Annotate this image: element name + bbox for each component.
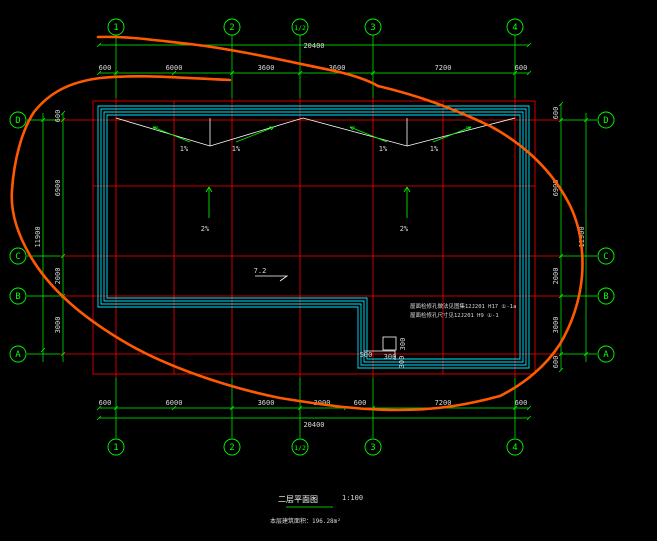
grid-bubble-right-A: [597, 345, 615, 363]
dim-bottom-seg-5: 600: [354, 399, 367, 407]
dim-top-seg-3: 3600: [258, 64, 275, 72]
axis-label-right-A: A: [603, 350, 609, 360]
annotation-stroke-right-arc: [376, 84, 584, 398]
slope-label-4: 1%: [430, 145, 439, 153]
slope-label-2: 1%: [232, 145, 241, 153]
dim-opening-300-b: 300: [399, 338, 407, 351]
dim-left-seg-4: 3000: [54, 317, 62, 334]
axis-label-top-1: 1: [113, 23, 118, 33]
grid-bubble-right-D: [597, 111, 615, 129]
dim-top-seg-5: 7200: [435, 64, 452, 72]
grid-bubble-bottom-1-2: [291, 438, 309, 456]
grid-labels: 1 2 1/2 3 4 1 2 1/2 3 4 D C B A D C B A: [15, 23, 609, 453]
dim-right-seg-2: 6900: [552, 180, 560, 197]
axis-lines: [60, 98, 560, 378]
dim-right-seg-1: 600: [552, 107, 560, 120]
axis-label-bottom-1-2: 1/2: [294, 444, 306, 452]
grid-bubble-top-4: [506, 18, 524, 36]
dim-bottom-seg-3: 3600: [258, 399, 275, 407]
title-block: 二层平面图 1:100 本层建筑面积：196.28m²: [270, 494, 363, 525]
axis-label-bottom-2: 2: [229, 443, 234, 453]
grid-bubble-right-B: [597, 287, 615, 305]
dim-left-seg-2: 6900: [54, 180, 62, 197]
drainage-lines: [115, 117, 516, 360]
grid-bubble-top-1: [107, 18, 125, 36]
grid-bubble-bottom-3: [364, 438, 382, 456]
grid-bubble-right-C: [597, 247, 615, 265]
axis-label-left-D: D: [15, 116, 20, 126]
axis-label-top-4: 4: [512, 23, 517, 33]
dim-right-seg-5: 600: [552, 356, 560, 369]
axis-label-top-2: 2: [229, 23, 234, 33]
axis-label-bottom-4: 4: [512, 443, 517, 453]
axis-label-top-3: 3: [370, 23, 375, 33]
dim-bottom-seg-7: 600: [515, 399, 528, 407]
center-mark-label: 7.2: [254, 267, 267, 275]
parapet-outline: [97, 105, 530, 369]
dim-opening-300-a: 300: [384, 353, 397, 361]
axis-label-bottom-1: 1: [113, 443, 118, 453]
grid-bubble-left-B: [9, 287, 27, 305]
grid-bubble-bottom-2: [223, 438, 241, 456]
dim-top-seg-2: 6000: [166, 64, 183, 72]
grid-extension-lines: [27, 35, 597, 508]
dim-bottom-overall: 20400: [303, 421, 324, 429]
dim-left-overall: 11900: [34, 226, 42, 247]
hatch-notes: 屋面检修孔做法见图集12J201 H17 ①-1a 屋面检修孔尺寸见12J201…: [410, 302, 516, 319]
slope-label-6: 2%: [400, 225, 409, 233]
hatch-note-2: 屋面检修孔尺寸见12J201 H9 ①-1: [410, 311, 499, 319]
grid-bubble-left-C: [9, 247, 27, 265]
slope-arrows: [152, 126, 472, 218]
dim-opening-300-c: 300: [398, 356, 406, 369]
grid-bubble-top-3: [364, 18, 382, 36]
slope-labels: 1% 1% 1% 1% 2% 2% 7.2: [180, 145, 439, 275]
dim-bottom-seg-1: 600: [99, 399, 112, 407]
grid-bubble-top-2: [223, 18, 241, 36]
dim-top-overall: 20400: [303, 42, 324, 50]
annotation-stroke-left-arc: [10, 74, 502, 412]
grid-bubble-left-A: [9, 345, 27, 363]
annotation-stroke-top: [96, 35, 380, 88]
axis-label-left-B: B: [15, 292, 20, 302]
dim-bottom-seg-4: 3000: [314, 399, 331, 407]
dim-left-seg-1: 600: [54, 110, 62, 123]
grid-bubble-top-1-2: [291, 18, 309, 36]
drawing-scale: 1:100: [342, 494, 363, 502]
axis-label-bottom-3: 3: [370, 443, 375, 453]
slope-label-3: 1%: [379, 145, 388, 153]
dim-left-seg-3: 2000: [54, 268, 62, 285]
dim-top-seg-1: 600: [99, 64, 112, 72]
roof-hatch-symbol: [382, 336, 397, 351]
dim-top-seg-4: 3600: [329, 64, 346, 72]
grid-bubble-left-D: [9, 111, 27, 129]
dim-right-seg-3: 2000: [552, 268, 560, 285]
axis-label-left-C: C: [15, 252, 20, 262]
dim-bottom-seg-2: 6000: [166, 399, 183, 407]
dim-right-overall: 11900: [578, 226, 586, 247]
orange-annotation: [10, 35, 584, 412]
dim-right-seg-4: 3000: [552, 317, 560, 334]
hatch-note-1: 屋面检修孔做法见图集12J201 H17 ①-1a: [410, 302, 516, 310]
grid-bubble-bottom-1: [107, 438, 125, 456]
grid-bubble-bottom-4: [506, 438, 524, 456]
axis-label-top-1-2: 1/2: [294, 24, 306, 32]
axis-label-right-C: C: [603, 252, 608, 262]
dim-bottom-seg-6: 7200: [435, 399, 452, 407]
drawing-title: 二层平面图: [278, 495, 318, 504]
floor-area-label: 本层建筑面积：196.28m²: [270, 517, 341, 525]
dim-top-seg-6: 600: [515, 64, 528, 72]
grid-bubbles: [9, 18, 615, 456]
slope-label-5: 2%: [201, 225, 210, 233]
slope-label-1: 1%: [180, 145, 189, 153]
axis-label-right-B: B: [603, 292, 608, 302]
dim-opening-500: 500: [360, 351, 373, 359]
dimension-text: 20400 600 6000 3600 3600 7200 600 600 60…: [34, 42, 586, 429]
axis-label-left-A: A: [15, 350, 21, 360]
axis-label-right-D: D: [603, 116, 608, 126]
